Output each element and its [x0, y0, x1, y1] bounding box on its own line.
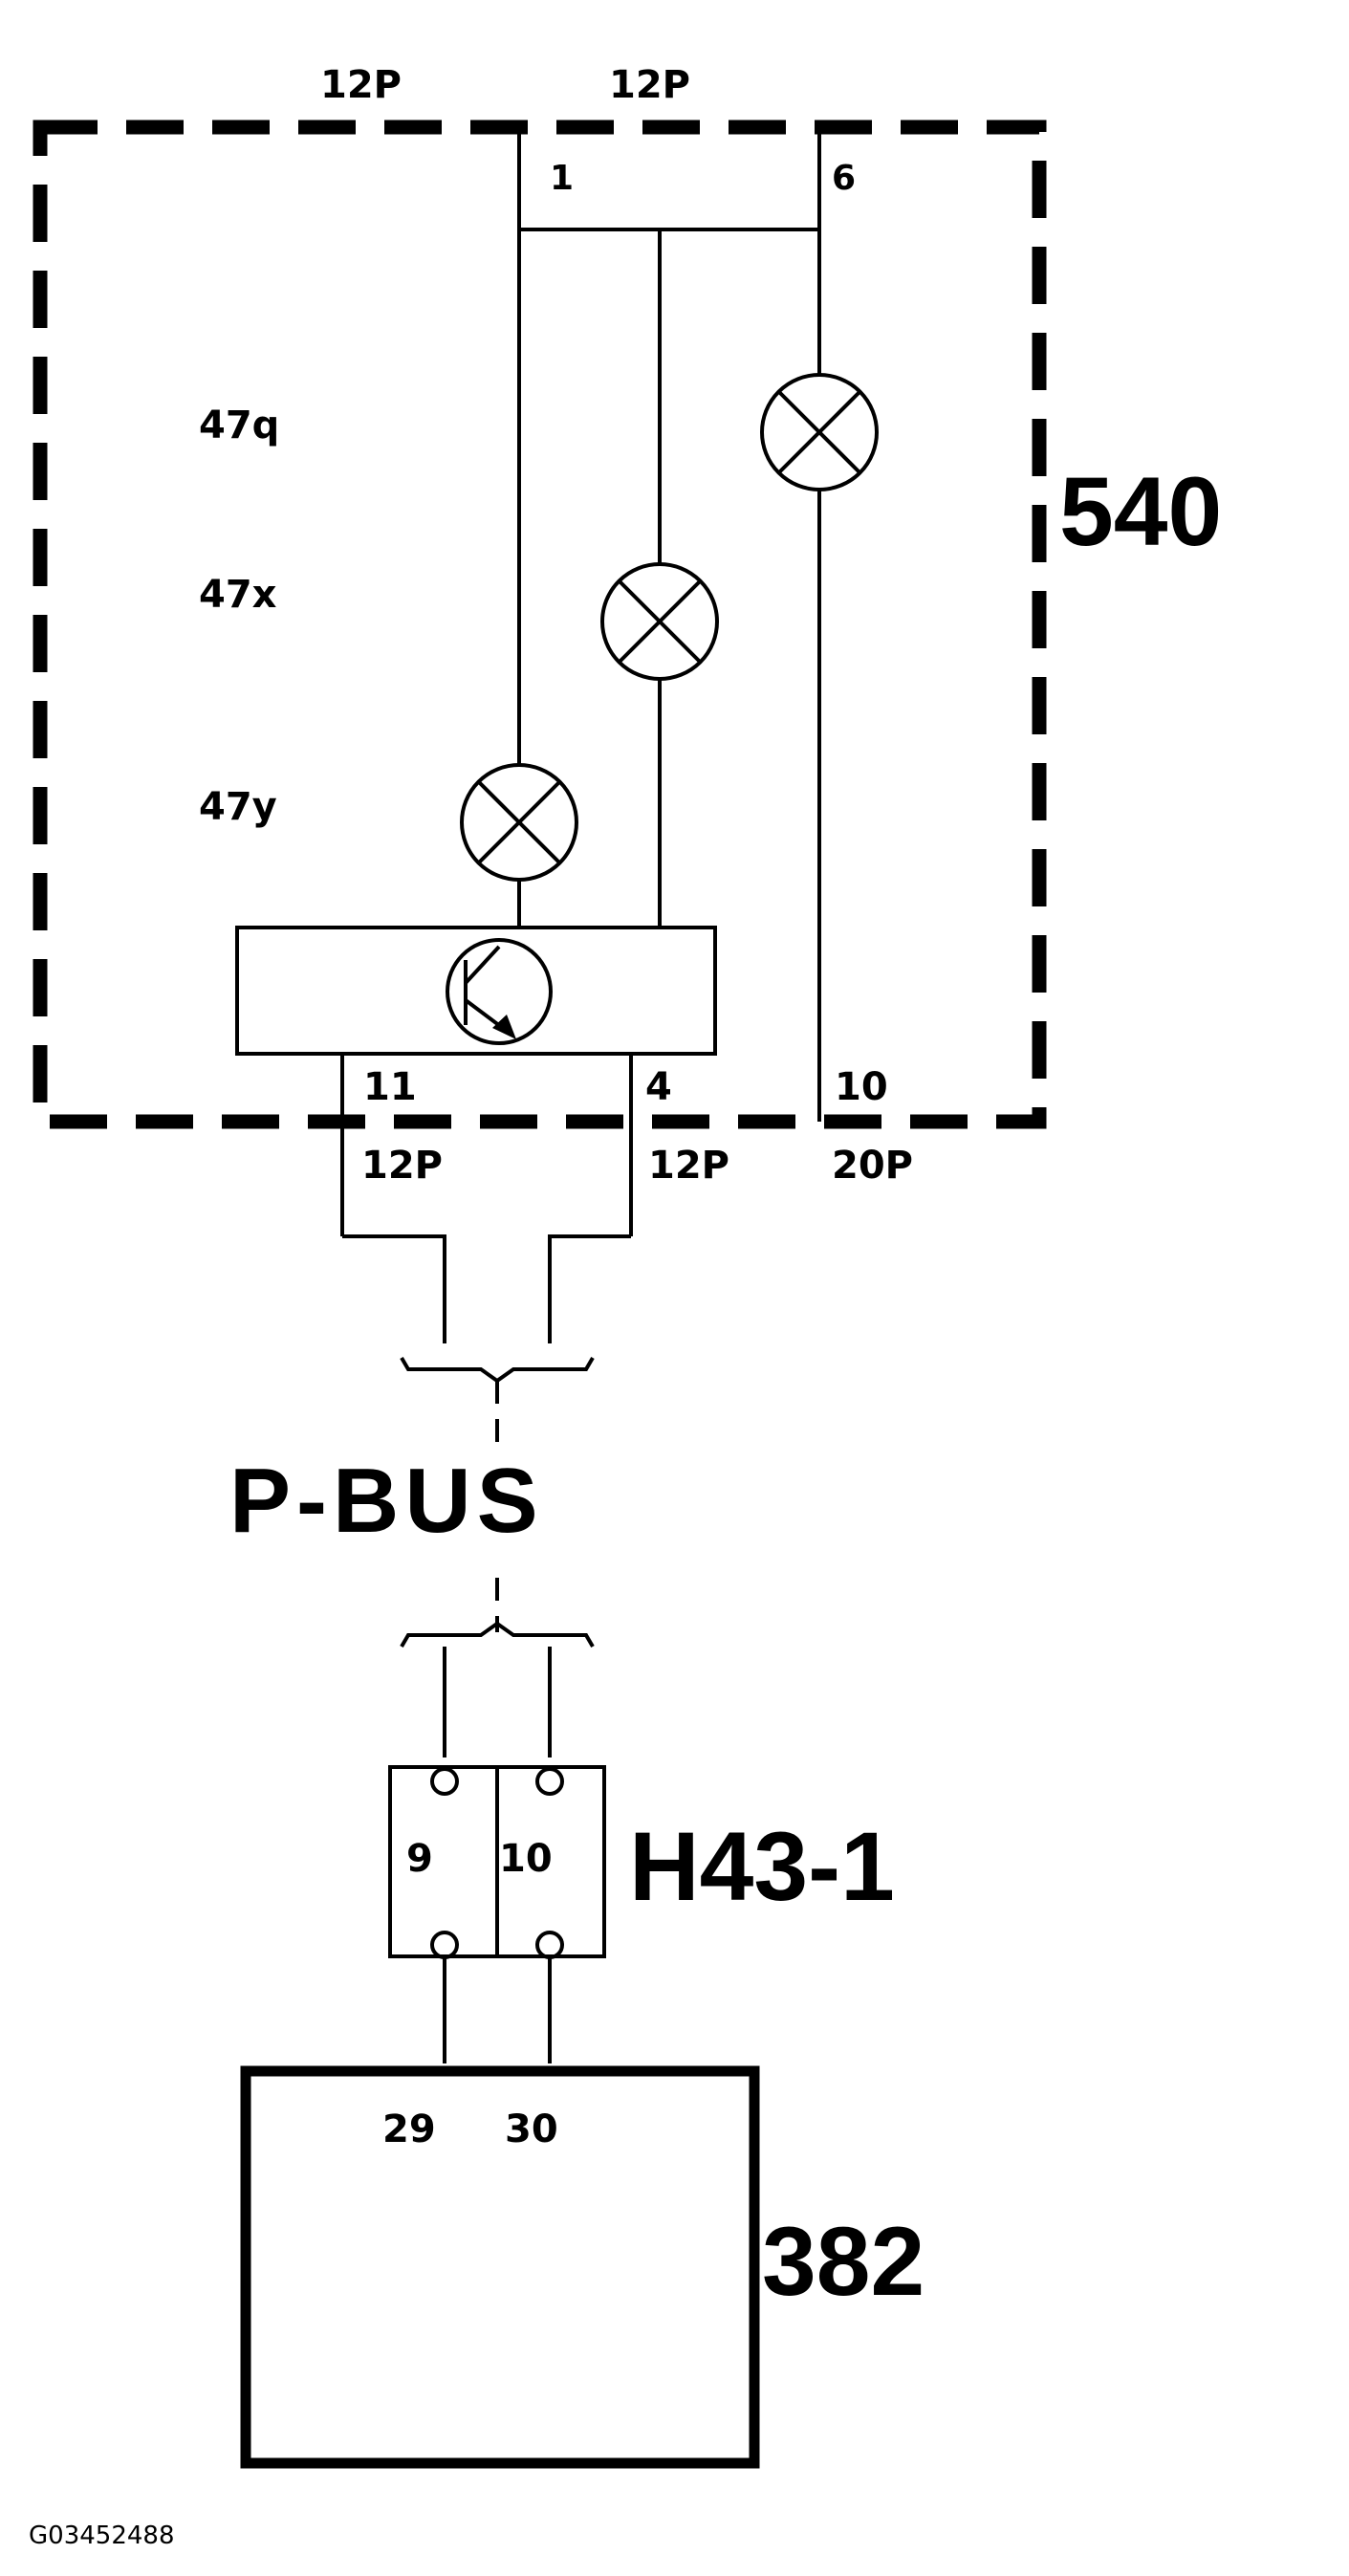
lamp-47q-icon	[760, 373, 879, 491]
bus-label: P-BUS	[229, 1450, 544, 1552]
module-540-label: 540	[1059, 457, 1222, 566]
lamp-47y-label: 47y	[199, 785, 277, 829]
bus-brace-bottom	[400, 1621, 595, 1648]
module-382-pin-30-label: 30	[505, 2107, 558, 2151]
connector-h43-terminal	[430, 1931, 459, 1959]
bus-wire-right-upper	[548, 1234, 631, 1343]
connector-h43-pin-right-label: 10	[499, 1837, 553, 1881]
connector-h43-label: H43-1	[629, 1812, 895, 1921]
transistor-icon	[446, 938, 553, 1045]
connector-h43-terminal	[535, 1931, 564, 1959]
pin-6-label: 6	[832, 159, 856, 198]
lamp-47y-icon	[460, 763, 578, 882]
pin-11-label: 11	[363, 1065, 417, 1109]
pin-1-label: 1	[550, 159, 574, 198]
lamp-47x-label: 47x	[199, 573, 277, 617]
lamp-47q-label: 47q	[199, 404, 279, 448]
connector-bottom-right-label: 20P	[832, 1144, 913, 1188]
module-382-box	[240, 2065, 760, 2469]
module-540-enclosure	[33, 120, 1047, 1129]
connector-top-right-label: 12P	[609, 63, 690, 107]
connector-h43-terminal	[430, 1767, 459, 1796]
driver-box	[235, 926, 717, 1056]
bus-wire-left-upper	[342, 1234, 446, 1343]
pin-10-label: 10	[835, 1065, 888, 1109]
module-382-label: 382	[762, 2207, 925, 2316]
connector-bottom-left-label: 12P	[361, 1144, 443, 1188]
lamp-47x-icon	[600, 562, 719, 681]
connector-h43-pin-left-label: 9	[406, 1837, 433, 1881]
pin-4-label: 4	[645, 1065, 672, 1109]
connector-h43-terminal	[535, 1767, 564, 1796]
module-382-pin-29-label: 29	[382, 2107, 436, 2151]
figure-id: G03452488	[29, 2521, 174, 2550]
connector-bottom-mid-label: 12P	[648, 1144, 729, 1188]
connector-top-left-label: 12P	[320, 63, 402, 107]
bus-brace-top	[400, 1356, 595, 1384]
